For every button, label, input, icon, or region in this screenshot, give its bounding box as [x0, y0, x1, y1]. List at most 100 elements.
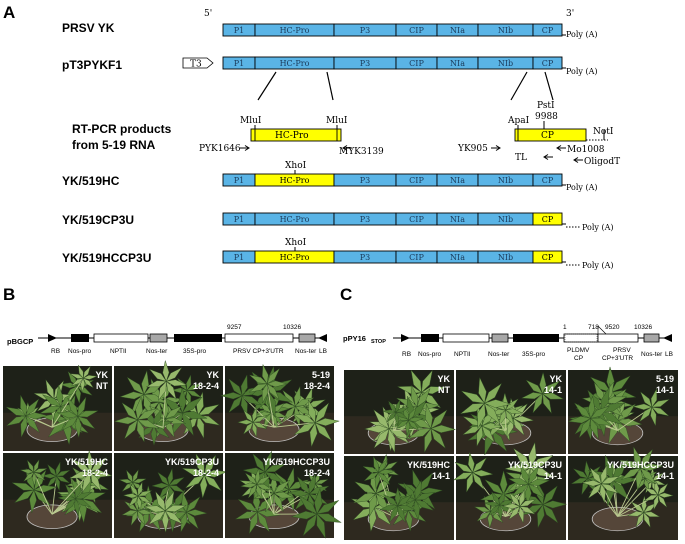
photo-label-line2: 14-1 [544, 471, 562, 481]
segment-label-hc-pro: HC-Pro [280, 215, 310, 224]
cp-fragment [514, 128, 587, 142]
segment-label-p1: P1 [234, 176, 244, 185]
primer-oligodt: OligodT [584, 157, 620, 167]
three-prime-label: 3' [566, 9, 574, 19]
segment-label-nib: NIb [498, 59, 513, 68]
poly-a-row5: Poly (A) [582, 261, 614, 270]
segment-label-nia: NIa [450, 176, 465, 185]
photo-label-line2: 18-2-4 [82, 468, 108, 478]
photo-label-line2: 18-2-4 [304, 381, 330, 391]
photo-label-line1: YK/519HC [407, 460, 451, 470]
ppy16-prsv: PRSV [613, 347, 631, 354]
photo-grid-b: YKNTYK18-2-45-1918-2-4YK/519HC18-2-4YK/5… [3, 359, 342, 539]
construct-c-name-prefix: pPY16 [343, 334, 366, 343]
construct-ppy16stop: pPY16 STOP 1 718 9520 10326 RB Nos-pro N… [343, 324, 673, 362]
arrow-left-icon [342, 145, 352, 151]
hc-pro-fragment [250, 128, 342, 142]
pbgcp-nos-pro: Nos-pro [68, 348, 92, 355]
segment-label-nia: NIa [450, 26, 465, 35]
segment-label-nia: NIa [450, 253, 465, 262]
ppy16-prsv-cp: CP+3'UTR [602, 355, 633, 362]
photo-label-line1: 5-19 [312, 370, 330, 380]
segment-label-cip: CIP [409, 176, 424, 185]
segment-label-nia: NIa [450, 215, 465, 224]
label-yk519hc: YK/519HC [62, 174, 120, 188]
photo-label-line2: 14-1 [656, 471, 674, 481]
segment-label-cp: CP [542, 215, 554, 224]
tl-label: TL [515, 153, 527, 163]
segment-label-cp: CP [542, 176, 554, 185]
segment-label-p1: P1 [234, 26, 244, 35]
panel-a-letter: A [3, 3, 15, 22]
ppy16-nptii: NPTII [454, 351, 471, 358]
photo-label-line2: NT [438, 385, 450, 395]
label-yk519cp3u: YK/519CP3U [62, 213, 134, 227]
pbgcp-35s-pro: 35S-pro [183, 348, 207, 355]
photo-label-line2: 18-2-4 [304, 468, 330, 478]
segment-label-cp: CP [542, 253, 554, 262]
apai-label: ApaI [507, 116, 530, 126]
ppy16-pos-10326: 10326 [634, 324, 652, 331]
photo-label-line1: YK [95, 370, 108, 380]
mlui-left-label: MluI [240, 116, 262, 126]
arrow-right-icon [240, 145, 250, 151]
ppy16-lb: LB [665, 351, 673, 358]
label-prsv-yk: PRSV YK [62, 21, 115, 35]
fragment-connectors [257, 71, 554, 101]
primer-pyk1646: PYK1646 [199, 144, 241, 154]
pbgcp-prsv-cp: PRSV CP+3'UTR [233, 348, 284, 355]
ppy16-pos-1: 1 [563, 324, 567, 331]
segment-label-p3: P3 [360, 176, 370, 185]
primer-myk3139: MYK3139 [339, 147, 384, 157]
photo-label-line1: YK/519HCCP3U [263, 457, 330, 467]
xhoi-hccp-label: XhoI [285, 238, 307, 248]
poly-a-row2: Poly (A) [566, 67, 598, 76]
t3-promoter: T3 [182, 57, 214, 70]
ppy16-pos-718: 718 [588, 324, 599, 331]
segment-label-nib: NIb [498, 215, 513, 224]
segment-label-cip: CIP [409, 59, 424, 68]
pbgcp-pos-10326: 10326 [283, 324, 301, 331]
segment-label-cip: CIP [409, 253, 424, 262]
mlui-right-label: MluI [326, 116, 348, 126]
arrow-left-icon [543, 154, 553, 160]
ppy16-pldmv-cp: CP [574, 355, 583, 362]
segment-label-p3: P3 [360, 59, 370, 68]
photo-label-line1: YK [549, 374, 562, 384]
photo-label-line1: YK/519HCCP3U [607, 460, 674, 470]
segment-label-p3: P3 [360, 26, 370, 35]
segment-label-hc-pro: HC-Pro [280, 26, 310, 35]
photo-label-line1: 5-19 [656, 374, 674, 384]
photo-label-line2: 14-1 [432, 471, 450, 481]
psti-label: PstI [537, 101, 555, 111]
photo-label-line1: YK [206, 370, 219, 380]
pbgcp-nptii: NPTII [110, 348, 127, 355]
psti-position: 9988 [535, 112, 558, 122]
ppy16-pldmv: PLDMV [567, 347, 590, 354]
photo-label-line2: 18-2-4 [193, 468, 219, 478]
ppy16-pos-9520: 9520 [605, 324, 620, 331]
segment-label-nia: NIa [450, 59, 465, 68]
poly-a-row4: Poly (A) [582, 223, 614, 232]
poly-a-row3: Poly (A) [566, 183, 598, 192]
photo-label-line1: YK [437, 374, 450, 384]
segment-label-p1: P1 [234, 215, 244, 224]
photo-grid-c: YKNTYK14-15-1914-1YK/519HC14-1YK/519CP3U… [344, 366, 678, 540]
segment-label-nib: NIb [498, 26, 513, 35]
segment-label-nib: NIb [498, 176, 513, 185]
pbgcp-pos-9257: 9257 [227, 324, 242, 331]
construct-c-name-suffix: STOP [371, 339, 386, 345]
segment-label-p3: P3 [360, 253, 370, 262]
photo-label-line2: NT [96, 381, 108, 391]
photo-label-line2: 14-1 [656, 385, 674, 395]
photo-label-line1: YK/519CP3U [508, 460, 562, 470]
photo-label-line2: 18-2-4 [193, 381, 219, 391]
